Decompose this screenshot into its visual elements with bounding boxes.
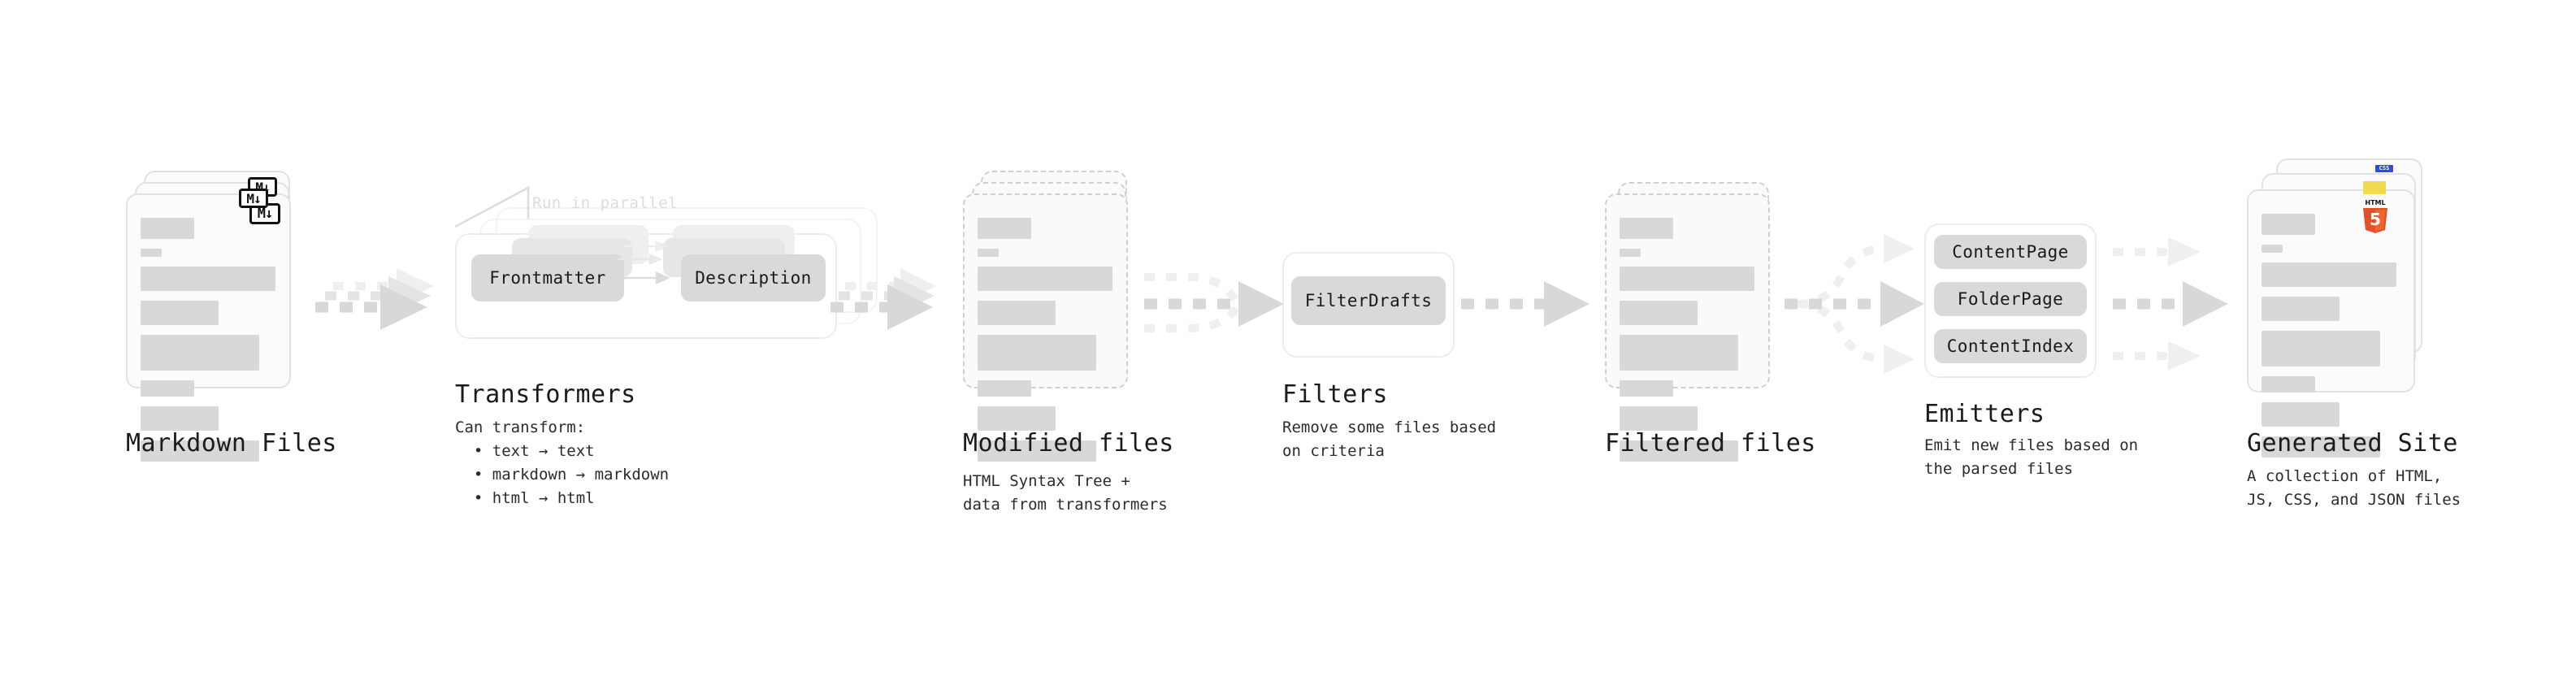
content-bar	[978, 249, 999, 257]
stage-caption-generated-site: A collection of HTML, JS, CSS, and JSON …	[2247, 467, 2461, 509]
js-badge	[2363, 181, 2386, 194]
content-bar	[141, 406, 219, 431]
stage-title-filtered-files: Filtered files	[1605, 429, 1816, 458]
content-bar	[1620, 380, 1673, 397]
content-bar	[2262, 262, 2396, 287]
content-bar	[978, 440, 1096, 462]
content-bar	[2262, 297, 2340, 321]
chip-folderpage[interactable]: FolderPage	[1934, 282, 2087, 316]
stage-title-markdown-files: Markdown Files	[126, 429, 337, 458]
connector-modified-to-filters	[1144, 273, 1284, 332]
markdown-icon-back-1: M↓	[239, 189, 268, 208]
svg-text:HTML: HTML	[2365, 199, 2385, 206]
content-bar	[1620, 249, 1641, 257]
css-badge: CSS	[2375, 165, 2393, 172]
chip-frontmatter[interactable]: Frontmatter	[471, 254, 624, 301]
content-bar	[141, 301, 219, 325]
chip-filterdrafts[interactable]: FilterDrafts	[1291, 276, 1446, 325]
content-bar	[2262, 376, 2315, 393]
svg-text:5: 5	[2370, 210, 2381, 229]
content-bar	[1620, 406, 1698, 431]
content-bar	[1620, 335, 1738, 371]
content-bar	[2262, 436, 2380, 458]
stage-caption-filters: Remove some files based on criteria	[1282, 419, 1497, 460]
content-bar	[1620, 440, 1738, 462]
content-bar	[978, 301, 1056, 325]
chip-description[interactable]: Description	[681, 254, 826, 301]
chip-contentpage[interactable]: ContentPage	[1934, 235, 2087, 269]
stage-title-emitters: Emitters	[1924, 400, 2045, 428]
stage-caption-emitters: Emit new files based on the parsed files	[1924, 436, 2139, 478]
content-bar	[978, 335, 1096, 371]
stage-title-generated-site: Generated Site	[2247, 429, 2458, 458]
content-bar	[2262, 245, 2283, 253]
connector-emitters-to-site	[2113, 237, 2228, 371]
content-bar	[141, 440, 259, 462]
run-in-parallel-note: Run in parallel	[532, 194, 679, 212]
stage-title-transformers: Transformers	[455, 380, 636, 409]
content-bar	[141, 335, 259, 371]
stage-title-filters: Filters	[1282, 380, 1388, 409]
content-bar	[978, 218, 1031, 239]
content-bar	[2262, 331, 2380, 367]
content-bar	[2262, 214, 2315, 235]
stage-caption-transformers: Can transform: • text → text • markdown …	[455, 419, 670, 507]
content-bar	[141, 218, 194, 239]
stage-caption-modified-files: HTML Syntax Tree + data from transformer…	[963, 472, 1168, 514]
content-bar	[978, 267, 1112, 291]
content-bar	[1620, 218, 1673, 239]
content-bar	[978, 406, 1056, 431]
content-bar	[141, 380, 194, 397]
html5-icon: HTML 5	[2363, 199, 2387, 233]
content-bar	[978, 380, 1031, 397]
connector-md-to-transformers	[315, 268, 434, 330]
connector-filters-to-filtered	[1461, 281, 1589, 327]
content-bar	[1620, 267, 1754, 291]
connector-filtered-to-emitters	[1785, 234, 1924, 374]
chip-contentindex[interactable]: ContentIndex	[1934, 329, 2087, 363]
content-bar	[141, 249, 162, 257]
content-bar	[141, 267, 275, 291]
content-bar	[1620, 301, 1698, 325]
content-bar	[2262, 402, 2340, 427]
stage-title-modified-files: Modified files	[963, 429, 1174, 458]
